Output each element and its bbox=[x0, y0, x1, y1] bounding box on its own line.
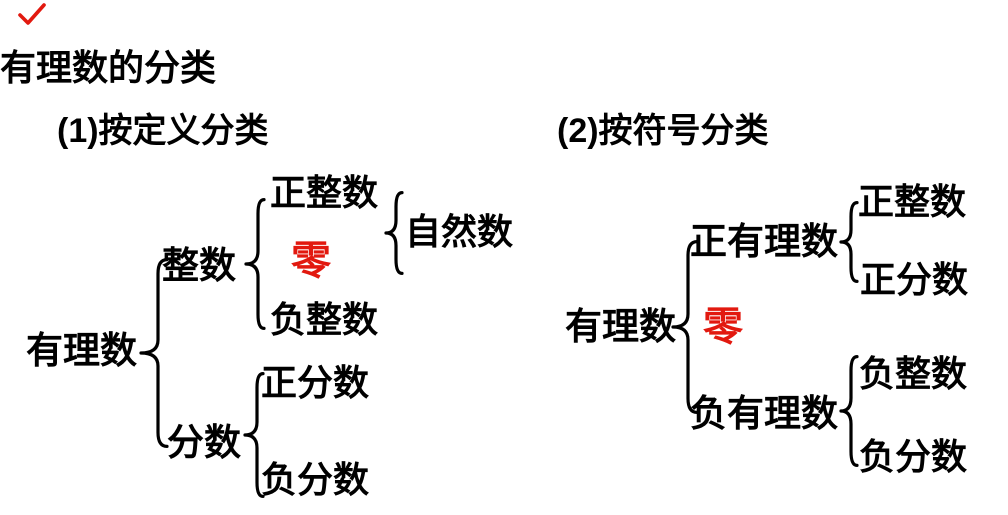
sign-node-zero: 零 bbox=[703, 305, 743, 349]
def-integer-brace bbox=[244, 198, 266, 330]
def-natural-number-brace bbox=[384, 191, 404, 275]
section-heading-by-definition: (1)按定义分类 bbox=[57, 112, 269, 150]
section-heading-by-sign: (2)按符号分类 bbox=[557, 112, 769, 150]
sign-node-positive-fraction: 正分数 bbox=[860, 259, 969, 300]
def-node-positive-fraction: 正分数 bbox=[261, 362, 370, 403]
sign-node-negative-rational: 负有理数 bbox=[690, 393, 838, 434]
page-title: 有理数的分类 bbox=[0, 47, 217, 88]
def-node-fraction: 分数 bbox=[167, 422, 241, 463]
sign-negative-brace bbox=[839, 355, 859, 467]
def-node-negative-fraction: 负分数 bbox=[261, 459, 370, 500]
def-node-zero: 零 bbox=[291, 239, 331, 283]
def-root-brace bbox=[139, 258, 169, 448]
sign-node-positive-rational: 正有理数 bbox=[690, 221, 838, 262]
sign-positive-brace bbox=[839, 201, 859, 283]
red-check-icon bbox=[18, 3, 46, 25]
sign-node-negative-integer: 负整数 bbox=[859, 353, 968, 394]
sign-node-negative-fraction: 负分数 bbox=[859, 436, 968, 477]
def-root-rational-number: 有理数 bbox=[26, 330, 137, 371]
def-node-integer: 整数 bbox=[162, 245, 236, 286]
sign-root-rational-number: 有理数 bbox=[565, 306, 676, 347]
def-fraction-brace bbox=[243, 372, 265, 498]
def-node-negative-integer: 负整数 bbox=[270, 299, 379, 340]
sign-node-positive-integer: 正整数 bbox=[858, 181, 967, 222]
sign-root-brace bbox=[671, 240, 699, 414]
def-node-positive-integer: 正整数 bbox=[270, 172, 379, 213]
def-node-natural-number: 自然数 bbox=[405, 211, 514, 252]
